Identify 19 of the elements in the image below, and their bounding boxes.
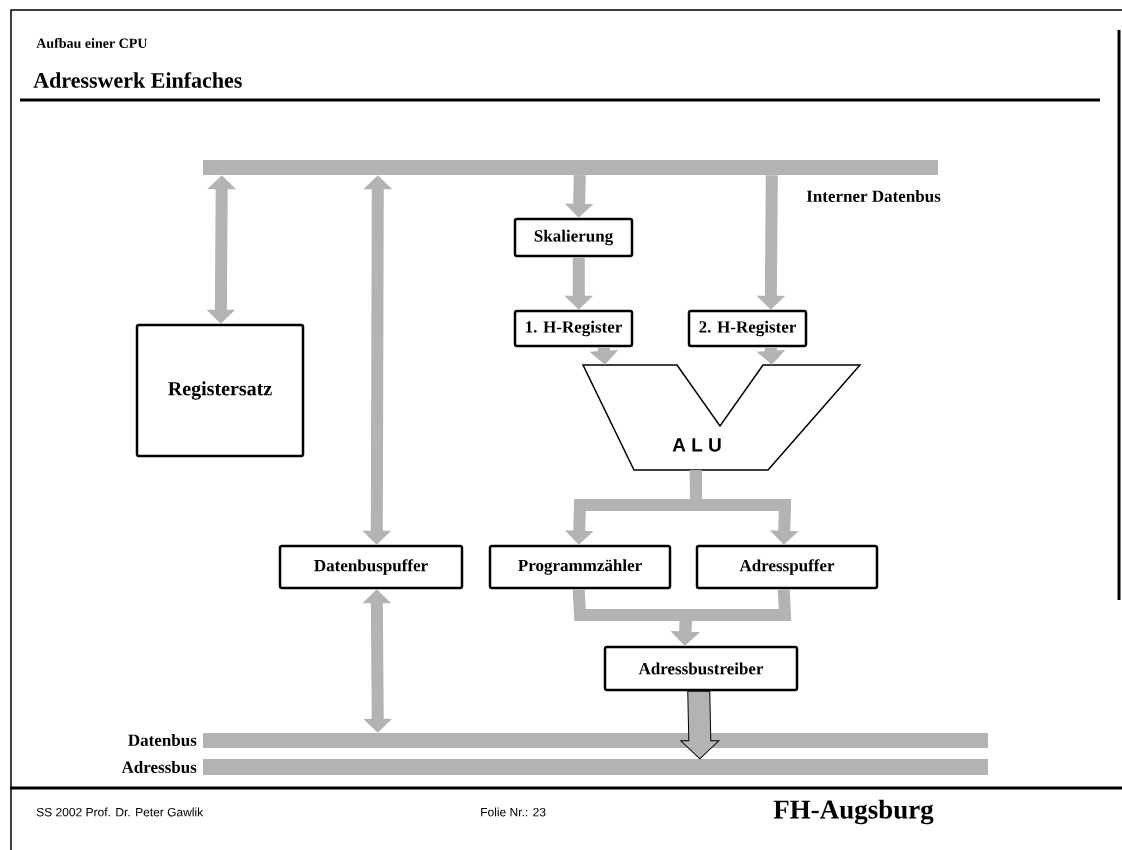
bus-label: Adressbus — [121, 761, 197, 773]
process-box: Skalierung — [513, 217, 634, 258]
footer-text: SS 2002 Prof. Dr. Peter Gawlik — [36, 807, 204, 817]
process-box: Registersatz — [135, 323, 305, 458]
bus-label: Interner Datenbus — [806, 190, 941, 202]
bus-bar — [203, 759, 988, 775]
process-box: 1. H-Register — [513, 309, 634, 348]
process-box: Programmzähler — [488, 544, 672, 590]
footer-text: FH-Augsburg — [773, 799, 934, 825]
footer-text: Folie Nr.: 23 — [481, 807, 546, 817]
process-box: Adresspuffer — [695, 544, 879, 590]
arrow — [362, 589, 393, 733]
header-text: Aufbau einer CPU — [36, 37, 148, 48]
bus-label: Datenbus — [128, 734, 197, 746]
arrow — [680, 690, 720, 760]
slide-title: Adresswerk Einfaches — [33, 72, 242, 88]
process-box: Adressbustreiber — [603, 645, 799, 692]
process-box: 2. H-Register — [687, 309, 808, 348]
process-box: Datenbuspuffer — [278, 544, 464, 590]
